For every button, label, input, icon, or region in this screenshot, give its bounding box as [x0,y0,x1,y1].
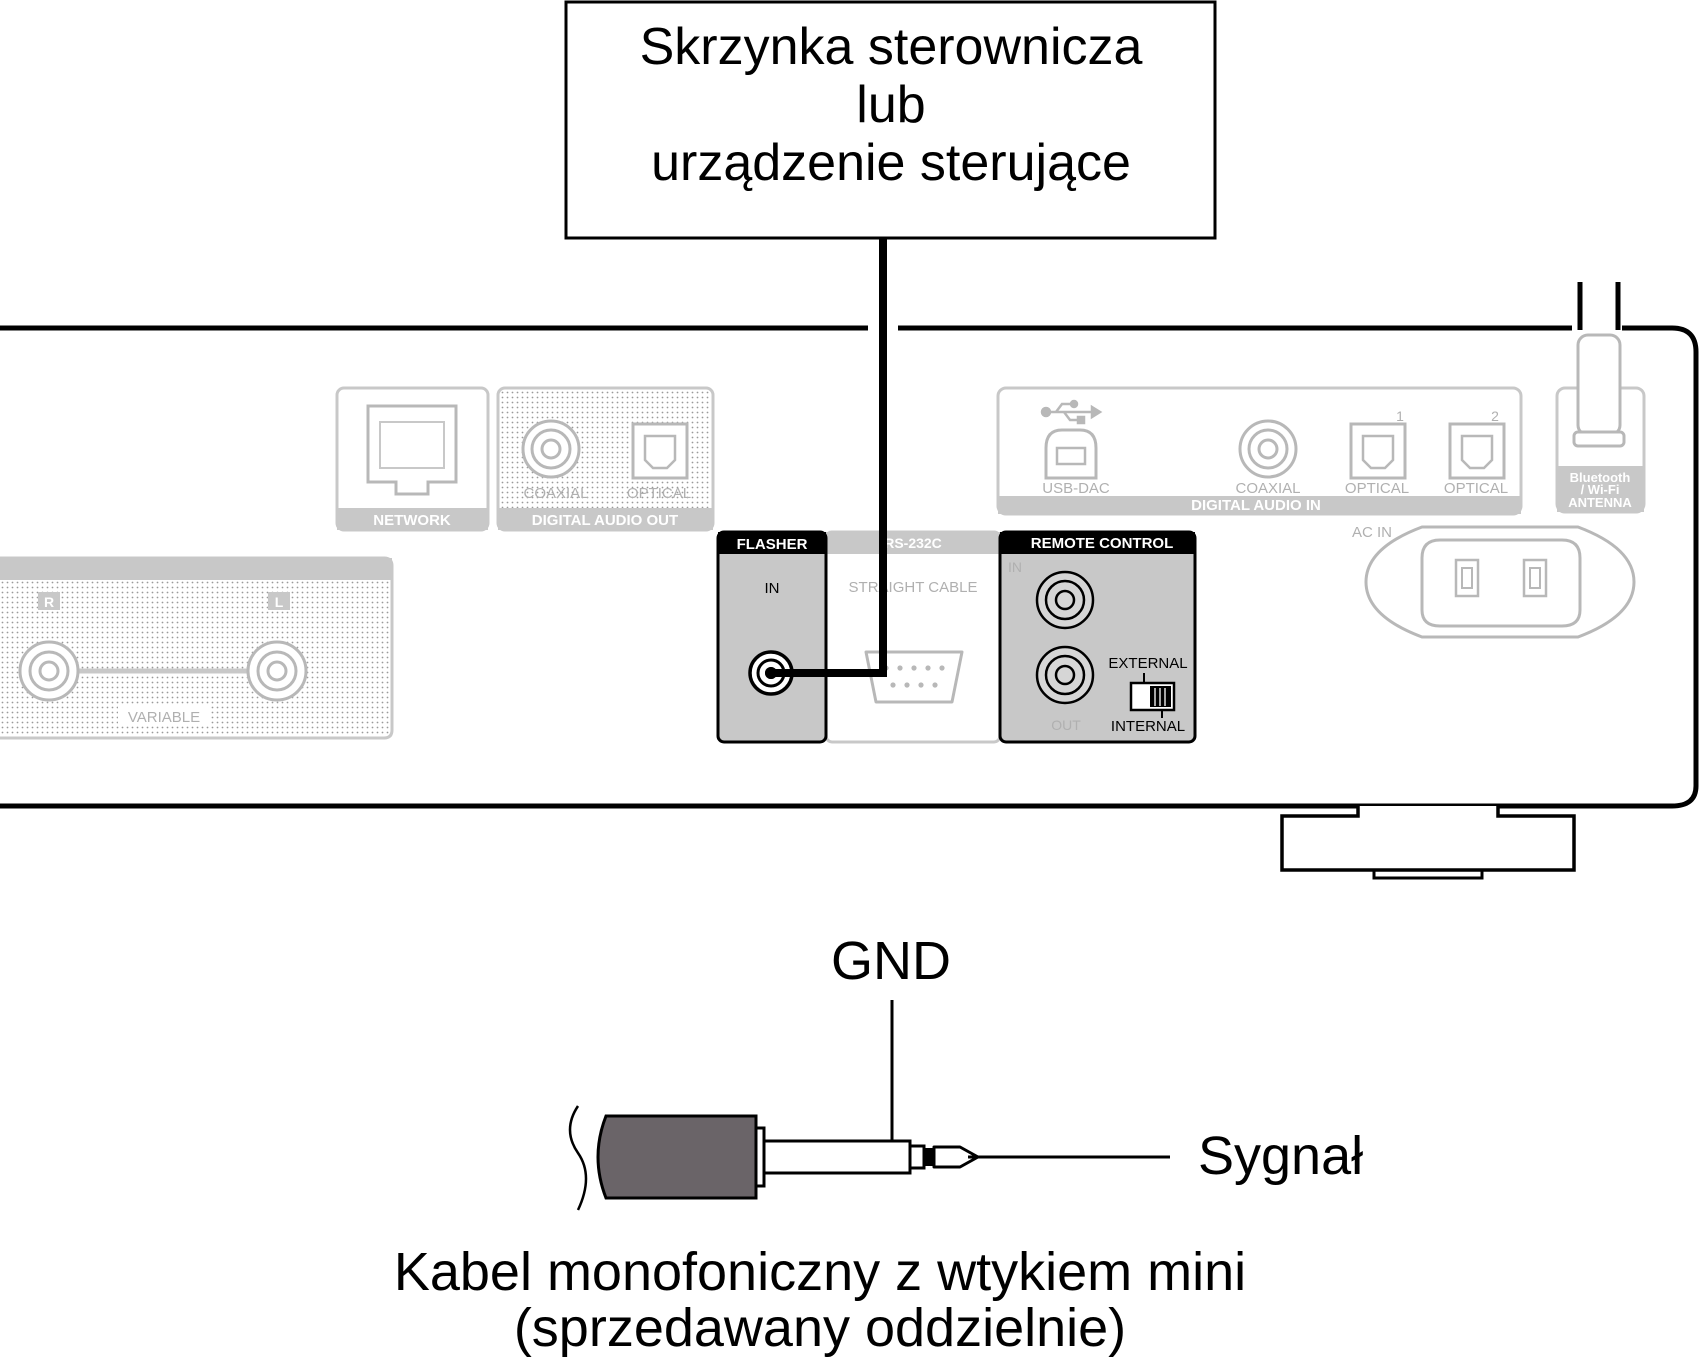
controller-label-line2: lub [856,76,925,134]
digital-audio-in: DIGITAL AUDIO IN USB-DAC COAXIAL 1 OPTIC… [996,386,1523,516]
coaxial-in-jack [1238,419,1298,479]
flasher-in-label: IN [765,580,780,597]
optical-out-label: OPTICAL [627,485,691,502]
antenna: Bluetooth / Wi-Fi ANTENNA [1555,282,1646,514]
antenna-label-1: Bluetooth [1570,470,1631,485]
signal-label: Sygnał [1198,1126,1363,1186]
remote-control-panel: REMOTE CONTROL IN OUT EXTERNAL INTERNAL [998,530,1197,744]
coaxial-out-jack [521,419,581,479]
digital-out-group-label: DIGITAL AUDIO OUT [532,512,678,529]
remote-in-jack [1035,570,1095,630]
usb-icon [1040,399,1103,425]
cable-caption-line1: Kabel monofoniczny z wtykiem mini [394,1242,1246,1302]
digital-in-group-label: DIGITAL AUDIO IN [1191,497,1321,514]
control-cable [765,238,887,679]
analog-outputs: R L VARIABLE [0,556,394,740]
optical-in-2-label: OPTICAL [1444,480,1508,497]
straight-cable-label: STRAIGHT CABLE [849,579,978,596]
gnd-label: GND [831,931,951,991]
controller-box: Skrzynka sterownicza lub urządzenie ster… [564,0,1217,240]
antenna-label-2: / Wi-Fi [1581,482,1620,497]
controller-label-line1: Skrzynka sterownicza [640,18,1143,76]
optical1-number: 1 [1396,408,1404,424]
coaxial-out-label: COAXIAL [523,485,588,502]
optical2-number: 2 [1491,408,1499,424]
internal-label: INTERNAL [1111,718,1185,735]
coaxial-in-label: COAXIAL [1235,480,1300,497]
flasher-panel: FLASHER IN [716,530,828,744]
remote-out-jack [1035,645,1095,705]
optical-out-jack [631,422,689,480]
flasher-header: FLASHER [737,536,808,553]
controller-label-line3: urządzenie sterujące [651,134,1131,192]
ac-in-label: AC IN [1352,524,1392,541]
optical-in-2-jack [1448,422,1506,480]
usb-dac-label: USB-DAC [1042,480,1110,497]
remote-in-label: IN [1008,559,1022,575]
analog-r-label: R [44,594,54,610]
analog-variable-label: VARIABLE [128,709,200,726]
network-port: NETWORK [335,386,490,532]
rs232c-port: RS-232C STRAIGHT CABLE [824,530,1002,744]
rs232c-label: RS-232C [884,535,942,551]
mono-mini-plug: GND Sygnał Kabel monofoniczny z wtykiem … [394,931,1363,1358]
analog-l-jack [246,640,308,702]
digital-audio-out: COAXIAL OPTICAL DIGITAL AUDIO OUT [496,386,715,532]
external-label: EXTERNAL [1108,655,1187,672]
remote-out-label: OUT [1051,717,1081,733]
analog-r-jack [18,640,80,702]
device-chassis [0,325,1699,880]
ac-inlet: AC IN [1352,524,1636,639]
optical-in-1-label: OPTICAL [1345,480,1409,497]
external-internal-switch [1129,673,1176,718]
antenna-label-3: ANTENNA [1568,495,1632,510]
cable-caption-line2: (sprzedawany oddzielnie) [514,1298,1126,1358]
network-label: NETWORK [373,512,451,529]
usb-dac-port [1044,428,1098,480]
remote-control-header: REMOTE CONTROL [1031,535,1174,552]
optical-in-1-jack [1349,422,1407,480]
analog-l-label: L [275,594,284,610]
